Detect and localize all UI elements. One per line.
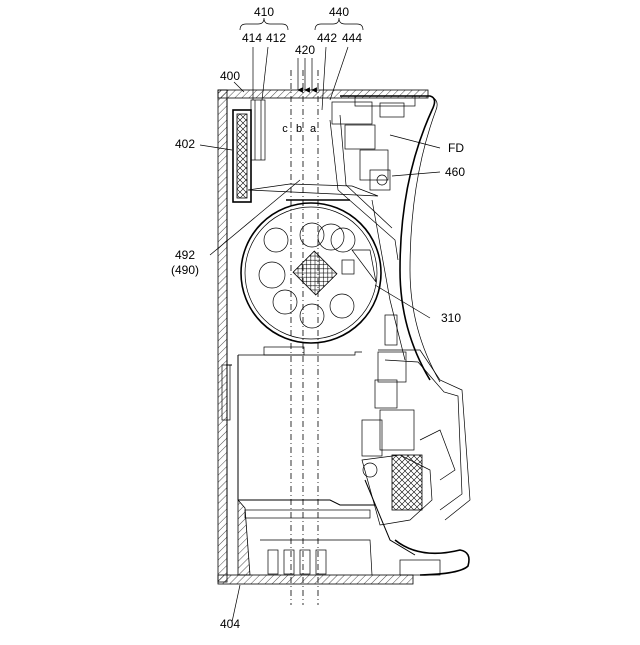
label-490: (490) — [171, 263, 199, 277]
lower-compartment — [238, 347, 375, 575]
label-444: 444 — [342, 31, 362, 45]
optical-axes-420 — [291, 58, 318, 605]
label-400: 400 — [220, 69, 240, 83]
label-c: c — [282, 123, 288, 135]
carousel-490 — [241, 184, 381, 343]
lower-front-assembly — [362, 350, 470, 575]
module-410 — [251, 100, 265, 160]
label-420: 420 — [295, 43, 315, 57]
label-FD: FD — [448, 141, 464, 155]
label-442: 442 — [317, 31, 337, 45]
front-door-FD — [330, 96, 440, 382]
label-404: 404 — [220, 617, 240, 631]
label-414: 414 — [242, 31, 262, 45]
label-410: 410 — [254, 5, 274, 19]
label-402: 402 — [175, 137, 195, 151]
label-460: 460 — [445, 165, 465, 179]
label-a: a — [310, 123, 317, 135]
label-b: b — [296, 123, 302, 135]
label-310: 310 — [441, 311, 461, 325]
label-412: 412 — [266, 31, 286, 45]
label-492: 492 — [175, 248, 195, 262]
label-440: 440 — [329, 5, 349, 19]
